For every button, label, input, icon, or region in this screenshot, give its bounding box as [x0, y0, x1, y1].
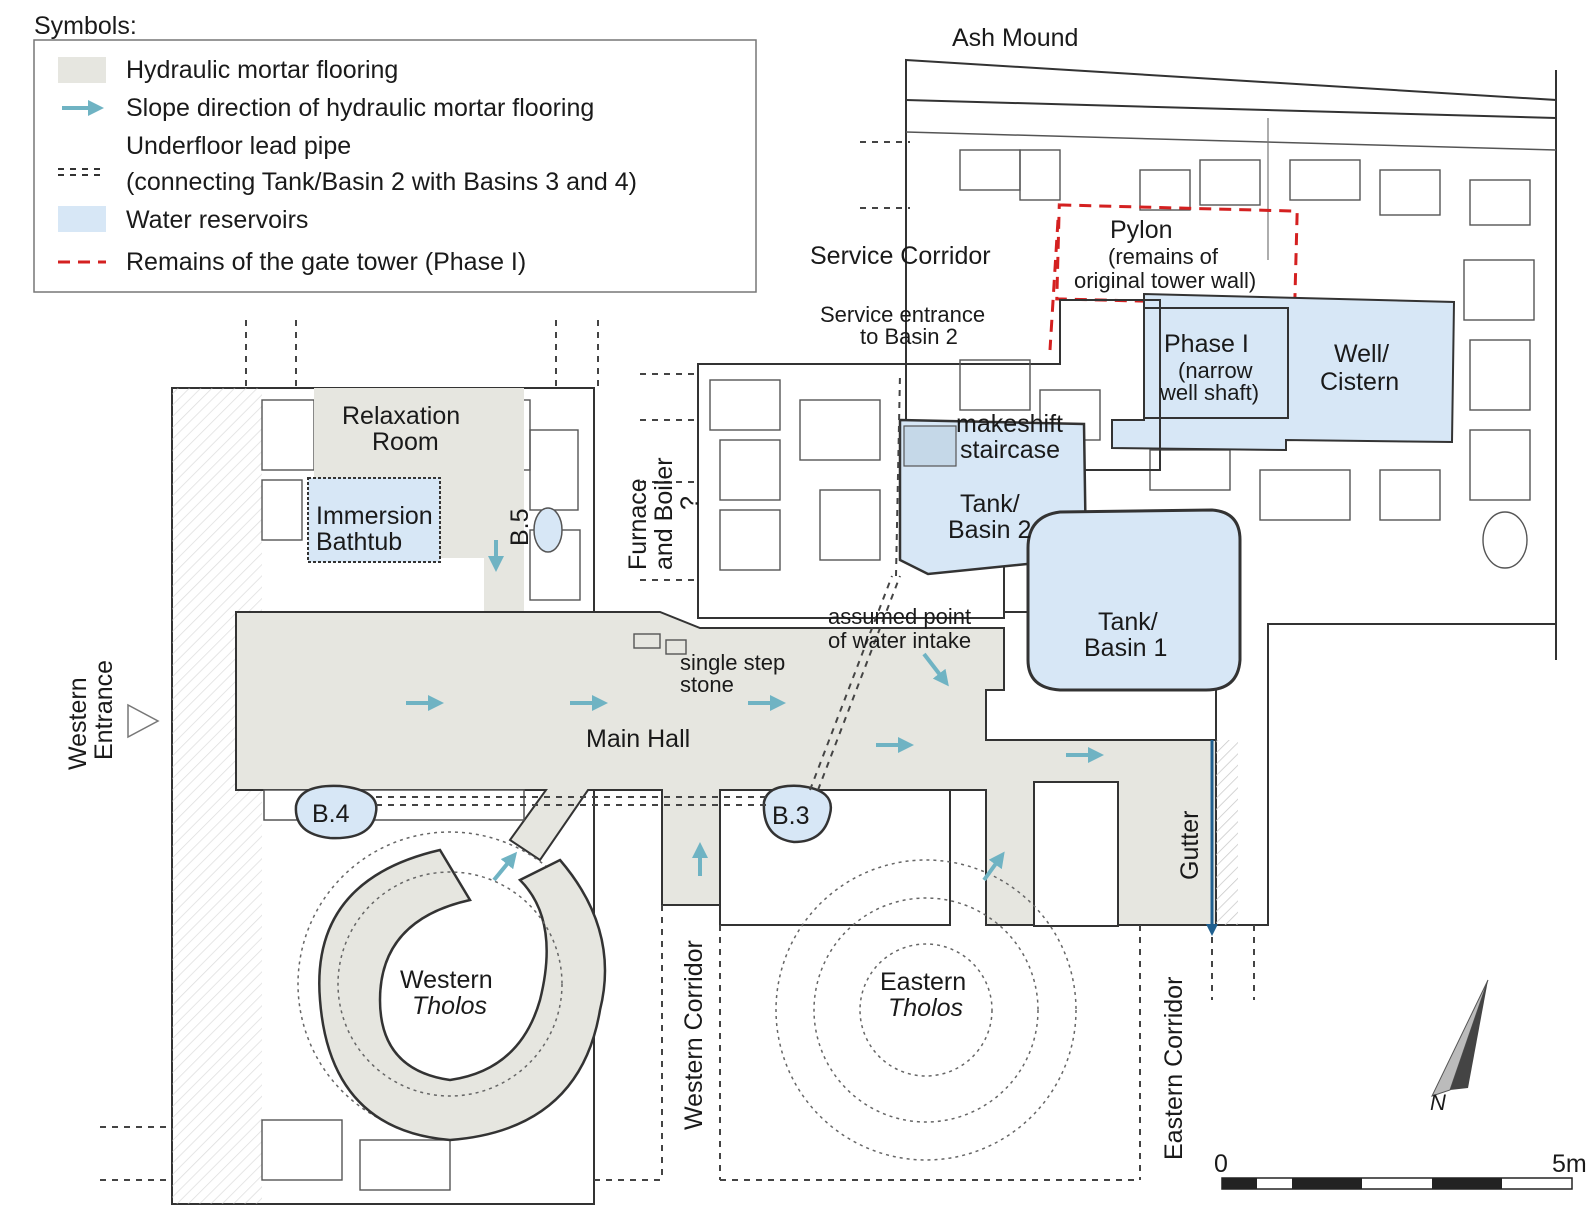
north-arrow-icon: N: [1430, 979, 1489, 1115]
pylon-sub1-label: (remains of: [1108, 244, 1219, 269]
reservoir-swatch: [58, 206, 106, 232]
bathtub-label: Bathtub: [316, 528, 402, 556]
furnace-label: Furnace: [624, 478, 652, 570]
immersion-bathtub: [307, 477, 441, 563]
makeshift-label: makeshift: [956, 410, 1063, 438]
legend-title: Symbols:: [34, 12, 137, 40]
legend-item-pipe: Underfloor lead pipe: [126, 132, 351, 160]
western-block: [100, 320, 599, 1205]
western-entrance-label-1: Western: [64, 677, 92, 770]
legend-item-reservoirs: Water reservoirs: [126, 206, 308, 234]
mortar-swatch: [58, 57, 106, 83]
furnace-question-label: ?: [676, 496, 704, 510]
b3-label: B.3: [772, 802, 810, 830]
staircase-label: staircase: [960, 436, 1060, 464]
main-hall-label: Main Hall: [586, 725, 690, 753]
service-corridor-label: Service Corridor: [810, 242, 991, 270]
pylon-sub2-label: original tower wall): [1074, 268, 1256, 293]
room-label: Room: [372, 428, 439, 456]
legend-item-pipe-detail: (connecting Tank/Basin 2 with Basins 3 a…: [126, 168, 637, 196]
basin-b5: [533, 507, 563, 553]
stone-label: stone: [680, 672, 734, 697]
tank-1-label: Tank/: [1098, 608, 1158, 636]
phase-1-well-shaft: [1143, 307, 1289, 419]
tank-2-label: Tank/: [960, 490, 1020, 518]
legend: Symbols: Hydraulic mortar flooring Slope…: [33, 12, 757, 293]
western-tholos: [297, 831, 607, 1142]
central-block: [640, 299, 1161, 619]
lead-pipe: [376, 373, 901, 806]
north-label: N: [1430, 1090, 1446, 1115]
legend-item-gate-tower: Remains of the gate tower (Phase I): [126, 248, 526, 276]
boiler-label: and Boiler: [650, 457, 678, 570]
western-tholos-label: Western: [400, 966, 493, 994]
legend-item-slope: Slope direction of hydraulic mortar floo…: [126, 94, 594, 122]
basin-2-label: Basin 2: [948, 516, 1031, 544]
phase-1-sub2-label: well shaft): [1159, 380, 1259, 405]
makeshift-staircase: [903, 425, 957, 467]
ash-mound-label: Ash Mound: [952, 24, 1078, 52]
legend-item-mortar: Hydraulic mortar flooring: [126, 56, 398, 84]
eastern-tholos-label: Eastern: [880, 968, 966, 996]
cistern-label: Cistern: [1320, 368, 1399, 396]
tank-basin-1: [1026, 508, 1242, 692]
relaxation-label: Relaxation: [342, 402, 460, 430]
immersion-label: Immersion: [316, 502, 433, 530]
single-step-label: single step: [680, 650, 785, 675]
scale-start-label: 0: [1214, 1150, 1228, 1178]
b4-label: B.4: [312, 800, 350, 828]
legend-box: [33, 39, 757, 293]
service-entrance-label-1: Service entrance: [820, 302, 985, 327]
phase-1-label: Phase I: [1164, 330, 1249, 358]
phase-1-sub1-label: (narrow: [1178, 358, 1253, 383]
eastern-corridor-label: Eastern Corridor: [1160, 977, 1188, 1160]
eastern-tholos: [775, 859, 1077, 1161]
scale-end-label: 5m: [1552, 1150, 1587, 1178]
water-intake-label: of water intake: [828, 628, 971, 653]
western-tholos-italic-label: Tholos: [412, 992, 487, 1020]
service-entrance-label-2: to Basin 2: [860, 324, 958, 349]
slope-arrows: [406, 540, 1104, 882]
b5-label: B.5: [506, 508, 534, 546]
scale-bar: 0 5m: [1214, 1150, 1587, 1190]
eastern-tholos-italic-label: Tholos: [888, 994, 963, 1022]
well-label: Well/: [1334, 340, 1389, 368]
western-corridor-label: Western Corridor: [680, 940, 708, 1130]
western-entrance-marker: [127, 703, 160, 739]
western-entrance-label-2: Entrance: [90, 660, 118, 760]
gutter-label: Gutter: [1176, 811, 1204, 880]
assumed-point-label: assumed point: [828, 604, 971, 629]
basin-b4: [294, 784, 378, 840]
basin-b3: [762, 784, 833, 844]
pylon-label: Pylon: [1110, 216, 1173, 244]
basin-1-label: Basin 1: [1084, 634, 1167, 662]
